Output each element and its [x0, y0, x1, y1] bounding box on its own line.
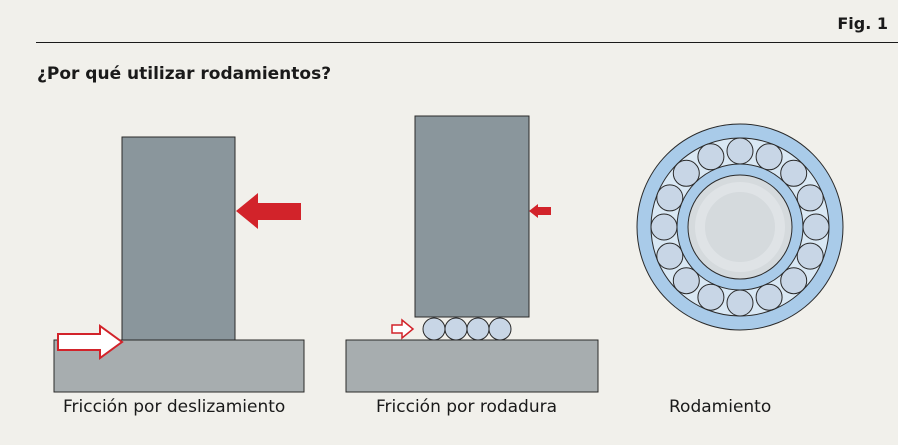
- force-arrow-icon: [529, 204, 551, 218]
- bearing-ball: [726, 289, 754, 317]
- bearing-ball: [780, 159, 808, 187]
- bearing-ball: [726, 137, 754, 165]
- bearing-ball: [802, 213, 830, 241]
- bearing-ball: [780, 267, 808, 295]
- figure-label: Fig. 1: [837, 14, 888, 33]
- bearing-ball: [656, 242, 684, 270]
- roller: [422, 317, 446, 341]
- friction-arrow-icon: [57, 324, 124, 360]
- roller-set: [650, 137, 830, 317]
- bearing-ball: [755, 283, 783, 311]
- bearing-ball: [656, 184, 684, 212]
- rolling-block: [414, 115, 530, 318]
- ground-slab: [345, 339, 599, 393]
- caption-sliding-friction: Fricción por deslizamiento: [63, 397, 286, 417]
- header-rule: [36, 42, 898, 43]
- caption-bearing: Rodamiento: [669, 397, 772, 417]
- roller: [488, 317, 512, 341]
- panel-rolling-friction: [345, 115, 599, 393]
- figure-title: ¿Por qué utilizar rodamientos?: [37, 64, 332, 84]
- bearing-ball: [697, 143, 725, 171]
- bearing-illustration: [636, 123, 844, 331]
- bearing-ball: [796, 184, 824, 212]
- bearing-ball: [672, 159, 700, 187]
- sliding-block: [121, 136, 236, 341]
- friction-arrow-icon: [391, 318, 415, 340]
- roller: [466, 317, 490, 341]
- roller: [444, 317, 468, 341]
- bearing-ball: [672, 267, 700, 295]
- caption-rolling-friction: Fricción por rodadura: [376, 397, 558, 417]
- force-arrow-icon: [236, 193, 301, 229]
- bearing-ball: [796, 242, 824, 270]
- bearing-ball: [650, 213, 678, 241]
- bearing-ball: [755, 143, 783, 171]
- roller-row: [422, 317, 512, 341]
- inner-race-highlight: [695, 182, 785, 272]
- panel-sliding-friction: [53, 136, 305, 393]
- bearing-ball: [697, 283, 725, 311]
